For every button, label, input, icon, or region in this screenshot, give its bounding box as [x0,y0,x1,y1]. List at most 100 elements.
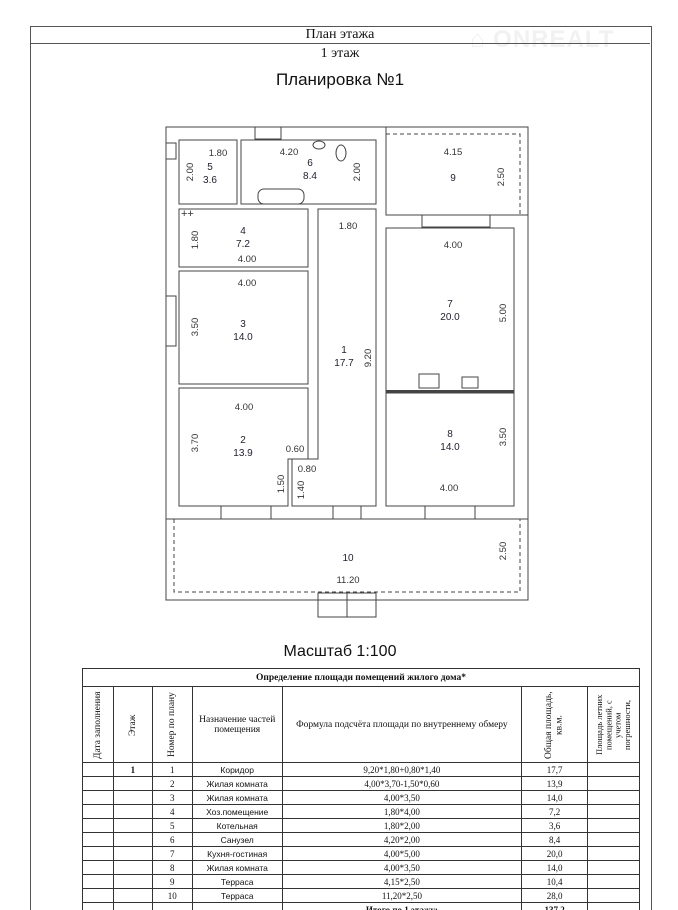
cell-date [82,790,114,805]
cell-date [82,846,114,861]
toilet [335,144,347,162]
room-labels: 1 17.7 2 13.9 3 14.0 4 7.2 5 3.6 6 8.4 7… [203,158,460,564]
cell-floor [112,776,153,791]
dimension: 4.00 [238,278,257,289]
dimension: 5.00 [498,304,509,323]
window [421,214,491,228]
floor-plan: ++ 1 17.7 2 13.9 3 14.0 4 7.2 5 3.6 6 8.… [165,126,529,618]
cell-formula: 4,00*3,70-1,50*0,60 [281,776,523,791]
cell-area: 8,4 [521,832,588,847]
room-area: 17.7 [334,358,354,369]
window [424,505,476,520]
dimension: 2.00 [185,163,196,182]
cell-date [82,762,114,777]
room-area: 13.9 [233,448,253,459]
room-3 [178,270,309,385]
cell-name: Терраса [191,874,283,889]
room-area: 14.0 [233,332,253,343]
cell-date [82,804,114,819]
room-number: 8 [447,429,453,440]
room-number: 5 [207,162,213,173]
room-number: 7 [447,299,453,310]
room-4 [178,208,309,268]
corridor-1 [291,208,377,507]
cell-num: 7 [151,846,193,861]
cell-formula: 1,80*2,00 [281,818,523,833]
dimension: 9.20 [363,349,374,368]
cell-area: 3,6 [521,818,588,833]
stove [461,376,479,389]
watermark-text: ONREALT [493,26,615,53]
cell-floor [112,818,153,833]
dimension: 4.15 [444,147,463,158]
cell-num: 10 [151,888,193,903]
floor-label: 1 этаж [320,46,360,61]
column-header: Площадь летних помещений, с учетом погре… [593,694,632,755]
cell-area: 28,0 [521,888,588,903]
cell-area: 17,7 [521,762,588,777]
cell-date [82,860,114,875]
cell-area: 10,4 [521,874,588,889]
room-number: 10 [342,553,354,564]
window [165,295,177,347]
room-number: 3 [240,319,246,330]
room-2 [178,387,309,507]
cell-num: 8 [151,860,193,875]
room-area: 14.0 [440,442,460,453]
dimension: 4.00 [238,254,257,265]
room-area: 8.4 [303,171,317,182]
column-header: Общая площадь, кв.м. [544,690,565,759]
cell-date [82,818,114,833]
dimension-labels: 1.80 2.00 4.20 2.00 4.15 2.50 1.80 4.00 … [185,147,509,586]
cell-formula: 4,20*2,00 [281,832,523,847]
cell-date [82,874,114,889]
cell-name: Кухня-гостиная [191,846,283,861]
area-table: Определение площади помещений жилого дом… [82,668,640,910]
cell-summer [587,846,640,861]
dimension: 1.40 [296,481,307,500]
total-label: Итого по 1 этажу: [281,902,523,910]
column-header: Назначение частей помещения [191,686,283,763]
cell-name: Санузел [191,832,283,847]
room-number: 4 [240,226,246,237]
window [220,505,272,520]
cell-num: 4 [151,804,193,819]
cell-name: Жилая комната [191,776,283,791]
cell-formula: 4,00*5,00 [281,846,523,861]
dimension: 4.00 [235,402,254,413]
column-header: Этаж [127,713,138,736]
cell-floor [112,846,153,861]
window [254,126,282,140]
total-area: 137,2 [521,902,588,910]
cell-floor: 1 [112,762,153,777]
cell-area: 13,9 [521,776,588,791]
sink [312,140,326,150]
scale-label: Масштаб 1:100 [283,643,397,660]
room-area: 7.2 [236,239,250,250]
dimension: 0.60 [286,444,305,455]
cell-formula: 9,20*1,80+0,80*1,40 [281,762,523,777]
dimension: 1.80 [209,148,228,159]
dimension: 4.20 [280,147,299,158]
cell-summer [587,874,640,889]
cell-date [82,832,114,847]
bathtub [257,188,305,205]
header-title: План этажа [30,26,650,44]
dimension: 1.50 [276,475,287,494]
cell-summer [587,790,640,805]
heating-marks: ++ [181,208,194,220]
room-number: 2 [240,435,246,446]
dimension: 4.00 [440,483,459,494]
cell-area: 14,0 [521,790,588,805]
cell-floor [112,832,153,847]
room-number: 6 [307,158,313,169]
column-header: Дата заполнения [92,690,103,759]
cell-floor [112,790,153,805]
